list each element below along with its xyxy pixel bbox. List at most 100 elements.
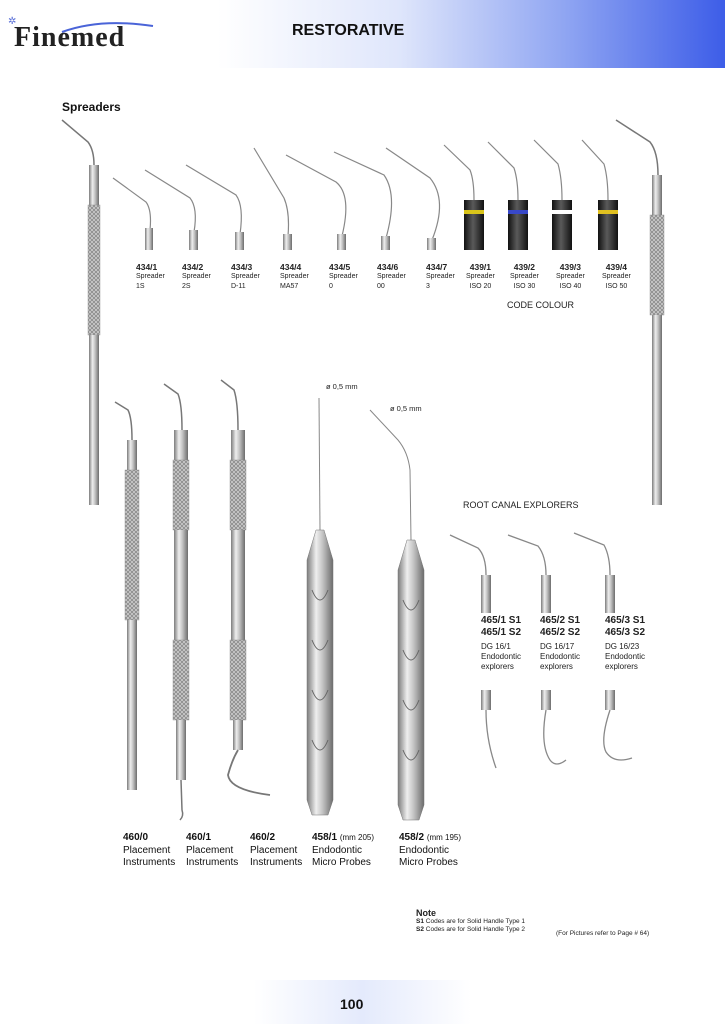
spreader-label: 434/7 Spreader 3 [426,262,455,292]
explorer-desc: DG 16/23 [605,642,640,651]
explorer-desc: explorers [481,662,514,671]
explorer-label: 465/3 S1 465/3 S2 DG 16/23 Endodontic ex… [605,615,645,672]
section-title: Spreaders [62,100,121,114]
instrument-code: 460/2 [250,832,276,843]
spreader-code: 434/5 [329,262,351,272]
colour-band-white [552,210,572,214]
explorer-desc: DG 16/1 [481,642,511,651]
instrument-desc: Instruments [250,857,303,868]
spreader-size: 2S [182,283,191,290]
instrument-label: 460/1 Placement Instruments [186,832,238,870]
spreader-label: 439/2 Spreader ISO 30 [510,262,539,292]
spreader-label: 434/2 Spreader 2S [182,262,211,292]
explorer-code: 465/2 S2 [540,627,581,638]
diameter-label: ø 0,5 mm [326,382,358,391]
spreader-label: 439/4 Spreader ISO 50 [602,262,631,292]
instrument-code: 458/2 [399,832,425,843]
root-canal-explorer-handles-top [481,575,615,613]
note-title: Note [416,908,436,918]
instrument-label: 458/2 (mm 195) Endodontic Micro Probes [399,832,461,870]
instrument-desc: Endodontic [312,844,363,856]
spreader-label: 434/5 Spreader 0 [329,262,358,292]
instrument-desc: Placement [123,844,171,856]
logo-swoosh-icon [61,22,154,33]
instrument-length: (mm 205) [339,833,375,842]
micro-probe-458-2 [369,409,425,821]
colour-band-blue [508,210,528,214]
header-band [0,0,725,68]
instrument-desc: Instruments [186,857,239,868]
spreader-code: 439/4 [605,262,628,272]
spreader-type: Spreader [182,273,211,280]
spreader-type: Spreader [426,273,455,280]
spreader-code: 434/7 [426,262,448,272]
spreader-size: 0 [329,283,333,290]
spreader-size: 1S [136,283,145,290]
instrument-desc: Placement [186,844,234,856]
spreader-type: Spreader [556,273,585,280]
spreader-code: 439/3 [559,262,582,272]
explorer-desc: explorers [540,662,573,671]
spreader-size: ISO 40 [559,283,582,290]
instrument-length: (mm 195) [426,833,462,842]
spreader-code: 434/6 [377,262,399,272]
instrument-desc: Micro Probes [312,857,371,868]
root-canal-title: ROOT CANAL EXPLORERS [463,500,579,510]
spreader-code: 434/1 [136,262,158,272]
footer-band [0,980,725,1024]
spreader-code: 439/2 [513,262,536,272]
micro-probe-458-1 [306,397,334,816]
logo-dots-icon: ✲ [8,16,17,27]
placement-instrument-460-2 [220,379,271,796]
explorer-code: 465/2 S1 [540,615,581,626]
note-s2-text: Codes are for Solid Handle Type 2 [425,926,526,933]
explorer-label: 465/1 S1 465/1 S2 DG 16/1 Endodontic exp… [481,615,521,672]
note-line-s2: S2 Codes are for Solid Handle Type 2 [416,926,525,935]
spreader-type: Spreader [466,273,495,280]
small-spreader-handles [145,228,436,250]
large-spreader-left [61,119,101,505]
explorer-desc: explorers [605,662,638,671]
explorer-desc: Endodontic [605,652,646,661]
instrument-code: 458/1 [312,832,338,843]
instrument-label: 460/0 Placement Instruments [123,832,175,870]
page-title: RESTORATIVE [292,22,405,39]
spreader-label: 434/6 Spreader 00 [377,262,406,292]
spreader-type: Spreader [280,273,309,280]
spreader-size: 3 [426,283,430,290]
spreader-label: 434/1 Spreader 1S [136,262,165,292]
instrument-desc: Instruments [123,857,176,868]
code-colour-label: CODE COLOUR [507,300,575,310]
spreader-size: MA57 [280,283,299,290]
instrument-code: 460/0 [123,832,149,843]
small-spreaders [112,147,441,241]
note-s1-text: Codes are for Solid Handle Type 1 [425,917,526,925]
spreader-type: Spreader [231,273,260,280]
spreader-size: D-11 [231,283,246,290]
instrument-desc: Micro Probes [399,857,458,868]
spreader-size: ISO 50 [605,283,628,290]
spreader-size: ISO 30 [513,283,536,290]
explorer-label: 465/2 S1 465/2 S2 DG 16/17 Endodontic ex… [540,615,580,672]
instrument-desc: Placement [250,844,298,856]
explorer-desc: Endodontic [481,652,522,661]
note-s1-code: S1 [416,917,424,925]
spreader-type: Spreader [136,273,165,280]
spreader-label: 439/1 Spreader ISO 20 [466,262,495,292]
note-block: Note S1 Codes are for Solid Handle Type … [416,908,649,937]
spreader-type: Spreader [602,273,631,280]
instrument-label: 458/1 (mm 205) Endodontic Micro Probes [312,832,374,870]
spreader-size: ISO 20 [469,283,492,290]
colour-band-gold [598,210,618,214]
colour-coded-spreaders [443,139,618,250]
root-canal-explorer-handles-bottom [481,690,615,710]
diameter-label: ø 0,5 mm [390,404,422,413]
page-number: 100 [340,996,364,1012]
spreader-label: 434/4 Spreader MA57 [280,262,309,292]
spreader-size: 00 [377,283,385,290]
note-s2-code: S2 [416,926,424,933]
large-spreader-right [615,119,665,505]
instrument-desc: Endodontic [399,844,450,856]
placement-instrument-460-1 [163,383,190,821]
spreader-code: 434/4 [280,262,302,272]
